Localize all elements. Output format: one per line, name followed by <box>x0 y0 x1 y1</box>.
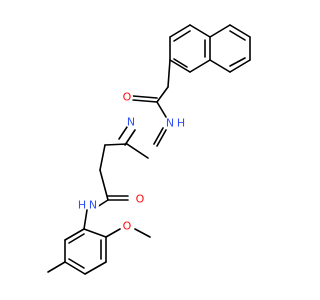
bond <box>167 59 171 88</box>
bond <box>68 258 85 269</box>
bond <box>209 24 231 38</box>
bond <box>132 99 158 103</box>
bond <box>156 101 167 118</box>
bond <box>229 24 251 38</box>
atom-label: O <box>136 193 145 206</box>
bond <box>229 30 246 41</box>
bond <box>229 59 251 73</box>
atom-label: N <box>127 116 135 129</box>
molecule-structure: O N H N O N H O <box>47 24 251 275</box>
bond <box>209 59 231 73</box>
bond <box>173 58 188 68</box>
bond <box>84 261 107 275</box>
amide-nh-label: N H <box>78 199 99 212</box>
bond <box>68 233 85 244</box>
imine-nitrogen-label: N <box>125 116 137 129</box>
atom-label: H <box>177 117 185 130</box>
bond <box>134 228 151 238</box>
bond <box>153 127 164 145</box>
atom-label: N <box>166 117 174 130</box>
bond <box>229 57 246 67</box>
bond <box>189 24 211 38</box>
bond <box>124 129 136 146</box>
bond <box>156 129 167 147</box>
atom-label: O <box>123 220 132 233</box>
bond <box>173 30 191 42</box>
atom-labels: O N H N O N H O <box>78 91 185 233</box>
atom-label: O <box>123 91 132 104</box>
bond <box>64 261 86 275</box>
atom-label: H <box>78 199 86 212</box>
bond <box>64 228 85 241</box>
acyl-oxygen-label: O <box>121 91 133 104</box>
bond <box>105 228 121 238</box>
methoxy-oxygen-label: O <box>121 220 133 233</box>
hydrazide-nh-label: N H <box>164 117 185 130</box>
bond <box>156 86 169 103</box>
atom-label: N <box>89 199 97 212</box>
bond <box>189 59 211 73</box>
bond <box>83 209 88 230</box>
bond <box>169 59 191 73</box>
bond <box>99 169 109 201</box>
bond <box>83 228 107 238</box>
amide-oxygen-label: O <box>134 193 146 206</box>
bond <box>99 144 106 171</box>
bond <box>47 261 66 273</box>
bond <box>132 95 158 99</box>
bonds <box>47 24 251 275</box>
bond <box>169 24 191 38</box>
bond <box>126 143 149 159</box>
bond <box>104 143 128 146</box>
